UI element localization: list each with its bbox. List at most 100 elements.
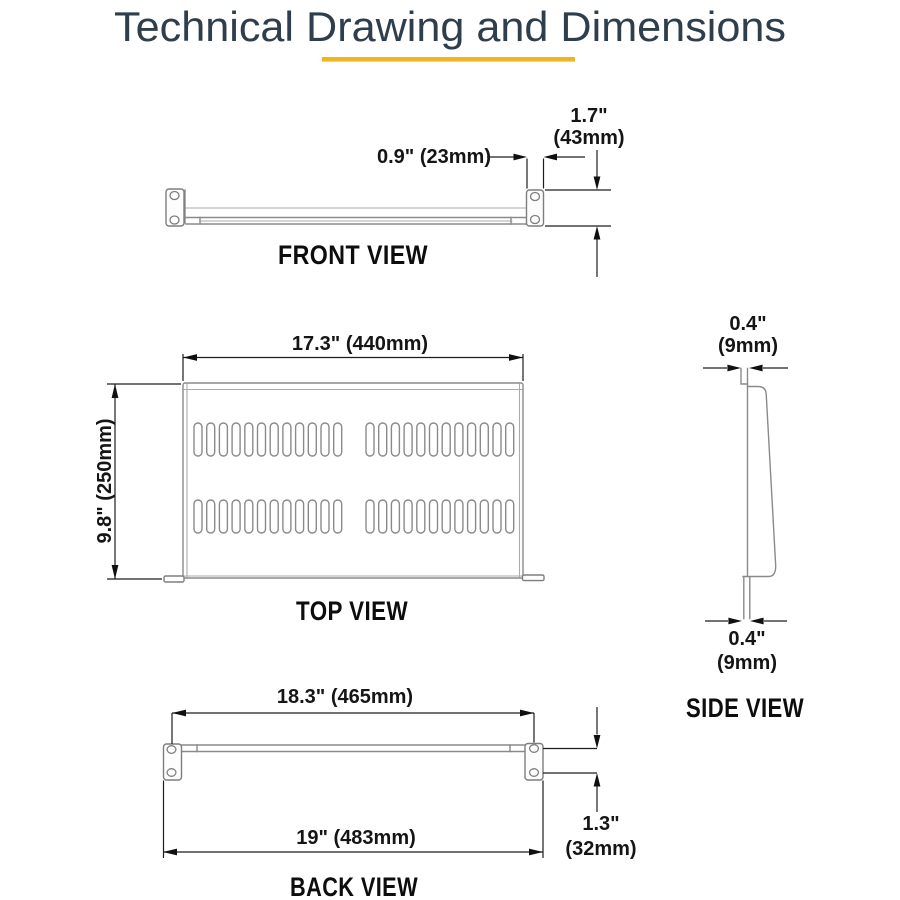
arrowhead-up [593, 226, 601, 240]
vent-slot [307, 422, 317, 457]
top-shelf-outline [182, 382, 524, 579]
front-dim-bracket-depth: 0.9" (23mm) [377, 146, 491, 168]
vent-slot [441, 499, 451, 534]
back-view-label: BACK VIEW [290, 872, 418, 900]
side-rear-lip [743, 576, 751, 620]
vent-slot [205, 499, 216, 534]
side-pan-profile [742, 385, 777, 578]
front-right-hole-bottom [529, 214, 541, 225]
side-dim-front-lip-in: 0.4" [729, 313, 766, 335]
arrowhead-left [163, 848, 177, 856]
vent-slot [403, 422, 413, 457]
front-left-hole-top [169, 190, 180, 201]
side-view-label: SIDE VIEW [686, 693, 804, 723]
vent-slot [492, 422, 502, 457]
extension-line [182, 354, 524, 381]
back-dim-hole-pitch-in: 1.3" [582, 813, 619, 835]
side-view: 0.4" (9mm) 0.4" (9mm) SIDE VIEW [686, 313, 804, 723]
arrowhead-down [593, 176, 601, 190]
top-view-label: TOP VIEW [296, 596, 408, 626]
vent-slot [320, 422, 330, 457]
front-left-hole-bottom [169, 215, 180, 225]
back-right-hole-bottom [528, 768, 540, 777]
top-dim-depth: 9.8" (250mm) [94, 418, 116, 543]
side-dim-rear-lip-mm: (9mm) [717, 652, 777, 674]
front-bend-ticks [199, 216, 512, 225]
vent-slot [505, 422, 515, 457]
top-view: 17.3" (440mm) 9.8" (250mm) TOP VIEW [94, 333, 545, 626]
back-left-hole-bottom [166, 768, 177, 777]
front-dim-height-in: 1.7" [570, 105, 607, 127]
vent-slot [428, 422, 439, 457]
arrowhead-left [750, 617, 764, 625]
arrowhead-right [509, 354, 523, 361]
extension-line [162, 780, 544, 858]
vent-slot [205, 422, 216, 457]
back-dim-total-width: 19" (483mm) [296, 827, 416, 849]
extension-line [543, 747, 597, 774]
vent-slot [231, 422, 241, 457]
page-title: Technical Drawing and Dimensions [114, 3, 786, 50]
back-dim-hole-pitch-mm: (32mm) [565, 838, 636, 860]
vent-slot [269, 422, 279, 457]
arrowhead-right [520, 709, 534, 717]
vent-slot [454, 422, 464, 457]
vent-slot [193, 499, 203, 534]
vent-slot [218, 499, 229, 534]
extension-line [107, 383, 181, 580]
vent-slot [218, 422, 229, 457]
vent-slot [193, 422, 203, 457]
vent-slot [378, 499, 388, 534]
vent-slot [244, 499, 254, 534]
arrowhead-left [543, 153, 557, 161]
vent-slot [320, 499, 330, 534]
vent-slot [256, 422, 267, 457]
vent-slot [256, 499, 267, 534]
back-right-hole-top [528, 744, 540, 753]
top-right-flange-tab [521, 574, 545, 582]
vent-slot [454, 499, 464, 534]
arrowhead-up [111, 384, 119, 398]
arrowhead-right [728, 617, 742, 625]
front-view: 0.9" (23mm) 1.7" (43mm) FRONT VIEW [165, 105, 625, 277]
side-dim-rear-lip-in: 0.4" [728, 628, 765, 650]
front-view-label: FRONT VIEW [278, 240, 428, 270]
vent-slot [269, 499, 279, 534]
top-dim-width: 17.3" (440mm) [292, 333, 428, 355]
vent-slot [441, 422, 451, 457]
side-dim-front-lip-mm: (9mm) [718, 335, 778, 357]
vent-slot [416, 422, 426, 457]
vent-slot [307, 499, 317, 534]
vent-slot [294, 422, 305, 457]
vent-slot [282, 422, 292, 457]
front-right-hole-top [529, 191, 541, 202]
vent-slot [282, 499, 292, 534]
arrowhead-down [593, 735, 601, 749]
vent-slot [390, 499, 401, 534]
vent-slot [378, 422, 388, 457]
back-bend-ticks [196, 744, 511, 753]
arrowhead-left [183, 354, 197, 361]
extension-line [171, 713, 535, 744]
vent-slots [193, 422, 515, 534]
arrowhead-up [593, 773, 601, 787]
arrowhead-right [529, 848, 543, 856]
arrowhead-left [172, 709, 186, 717]
vent-slot [505, 499, 515, 534]
vent-slot [479, 499, 489, 534]
front-dim-height-mm: (43mm) [553, 127, 624, 149]
back-left-hole-top [166, 745, 177, 754]
arrowhead-right [727, 364, 741, 372]
vent-slot [333, 422, 343, 457]
vent-slot [390, 422, 401, 457]
vent-slot [466, 499, 477, 534]
vent-slot [365, 499, 375, 534]
vent-slot [231, 499, 241, 534]
title-underline [322, 57, 575, 62]
vent-slot [492, 499, 502, 534]
vent-slot [294, 499, 305, 534]
vent-slot [466, 422, 477, 457]
vent-slot [479, 422, 489, 457]
